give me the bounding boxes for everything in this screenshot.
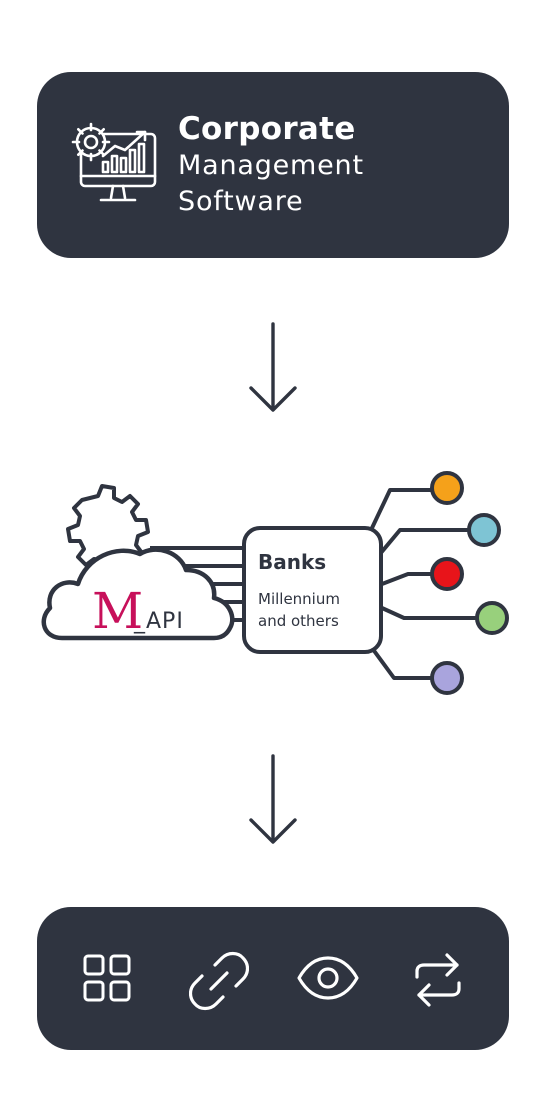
bank-nodes <box>430 471 509 695</box>
banks-box: Banks Millennium and others <box>242 526 383 654</box>
title-bold: Corporate <box>178 111 356 147</box>
banks-title: Banks <box>258 550 326 574</box>
mapi-logo-m: M <box>92 582 143 640</box>
corporate-title: Corporate Management Software <box>178 110 364 220</box>
node-orange <box>430 471 464 505</box>
title-line-software: Software <box>178 186 304 217</box>
computer-chart-gear-icon <box>71 122 157 202</box>
banks-line-millennium: Millennium <box>258 590 340 608</box>
node-purple <box>430 661 464 695</box>
features-box <box>37 907 509 1050</box>
eye-icon <box>297 956 359 1000</box>
node-branches <box>370 488 480 680</box>
mapi-banks-diagram: M _API Banks Millennium and others <box>41 471 509 695</box>
node-red <box>430 557 464 591</box>
cloud-icon: M _API <box>41 547 235 641</box>
down-arrow-icon <box>249 322 297 412</box>
link-icon <box>189 951 249 1011</box>
node-green <box>475 601 509 635</box>
grid-icon <box>83 954 131 1002</box>
down-arrow-icon-2 <box>249 754 297 844</box>
transfer-icon <box>415 953 461 1007</box>
mapi-logo-api: _API <box>133 609 184 634</box>
title-line-management: Management <box>178 150 364 181</box>
banks-line-others: and others <box>258 612 339 630</box>
node-light-blue <box>467 513 501 547</box>
corporate-software-box: Corporate Management Software <box>37 72 509 258</box>
